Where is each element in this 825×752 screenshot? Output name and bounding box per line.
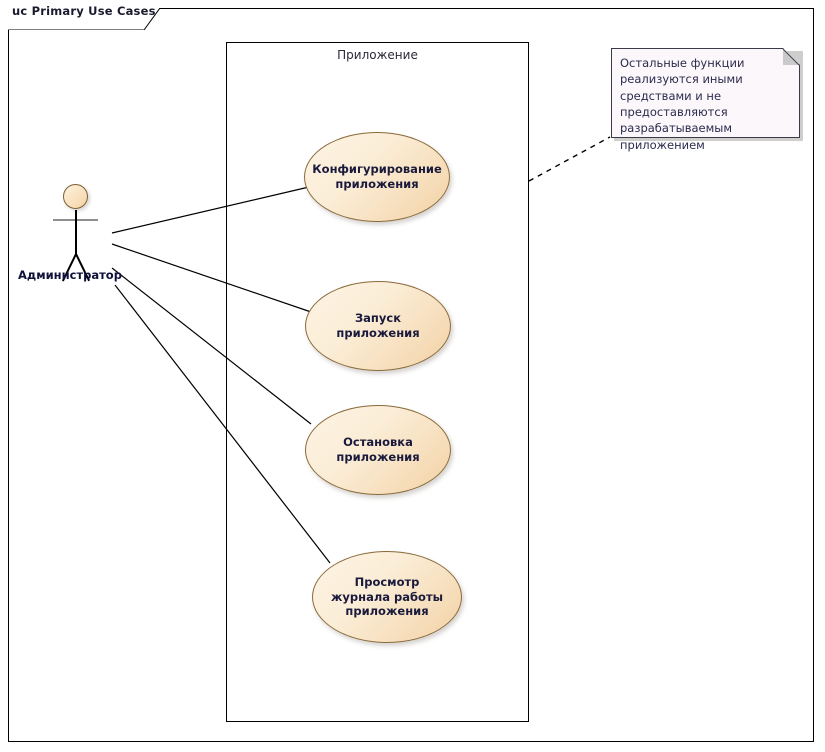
note-fold-corner-icon [782, 48, 800, 66]
system-boundary-title: Приложение [337, 48, 418, 62]
note-comment[interactable]: Остальные функции реализуются иными сред… [611, 48, 803, 152]
use-case-start[interactable]: Запуск приложения [305, 281, 451, 371]
note-text: Остальные функции реализуются иными сред… [620, 56, 745, 152]
use-case-stop[interactable]: Остановка приложения [305, 405, 451, 495]
actor-body-icon [75, 210, 77, 256]
frame-label: uc Primary Use Cases [12, 4, 156, 18]
actor-administrator[interactable] [40, 180, 120, 290]
frame-tab [8, 8, 160, 30]
note-body [611, 48, 800, 138]
use-case-configure[interactable]: Конфигурирование приложения [304, 132, 450, 222]
use-case-label: Просмотр журнала работы приложения [330, 574, 444, 619]
use-case-view-log[interactable]: Просмотр журнала работы приложения [312, 551, 462, 643]
actor-head-icon [63, 184, 88, 209]
use-case-label: Конфигурирование приложения [312, 162, 442, 191]
use-case-label: Остановка приложения [336, 435, 420, 464]
actor-label: Администратор [18, 268, 122, 282]
use-case-label: Запуск приложения [336, 311, 420, 340]
